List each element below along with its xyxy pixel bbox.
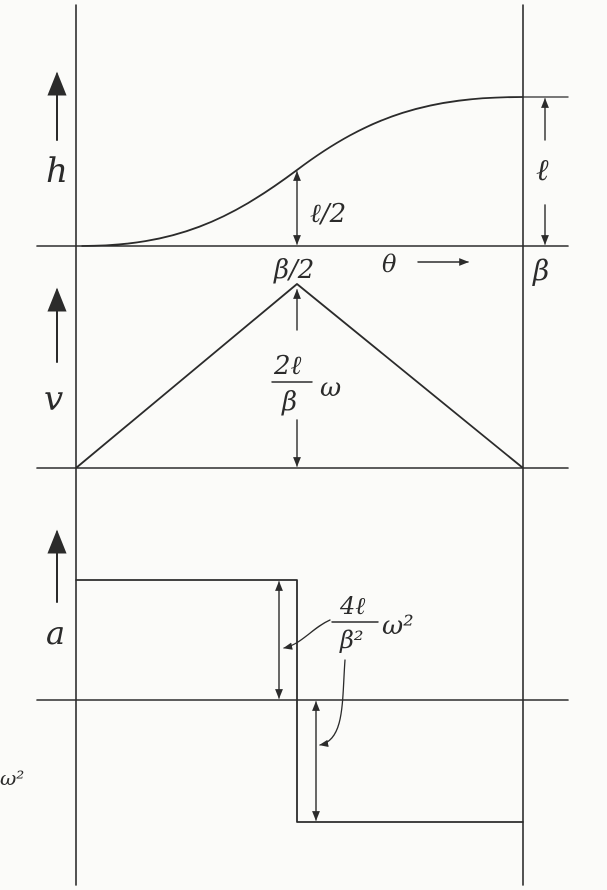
lift-label: ℓ <box>536 153 549 188</box>
a-leader-negative <box>319 659 346 747</box>
v-axis-label: v <box>44 379 63 419</box>
edge-fragment-text: ω² <box>0 766 24 790</box>
beta-tick-label: β <box>532 254 549 287</box>
a-leader-positive <box>283 619 331 650</box>
half-lift-label: ℓ/2 <box>310 199 346 229</box>
a-axis-label: a <box>46 614 65 652</box>
beta-half-tick-label: β/2 <box>273 255 314 285</box>
acceleration-step <box>75 579 524 823</box>
a-peak-denominator: β² <box>339 626 364 654</box>
a-peak-numerator: 4ℓ <box>339 592 365 620</box>
velocity-triangle <box>75 283 524 469</box>
v-peak-omega: ω <box>320 373 341 403</box>
h-axis-label: h <box>46 151 68 191</box>
a-peak-omega: ω² <box>382 611 414 641</box>
theta-axis-label: θ <box>382 250 397 278</box>
displacement-curve <box>81 96 524 247</box>
v-peak-numerator: 2ℓ <box>273 351 302 381</box>
v-peak-denominator: β <box>281 387 297 417</box>
